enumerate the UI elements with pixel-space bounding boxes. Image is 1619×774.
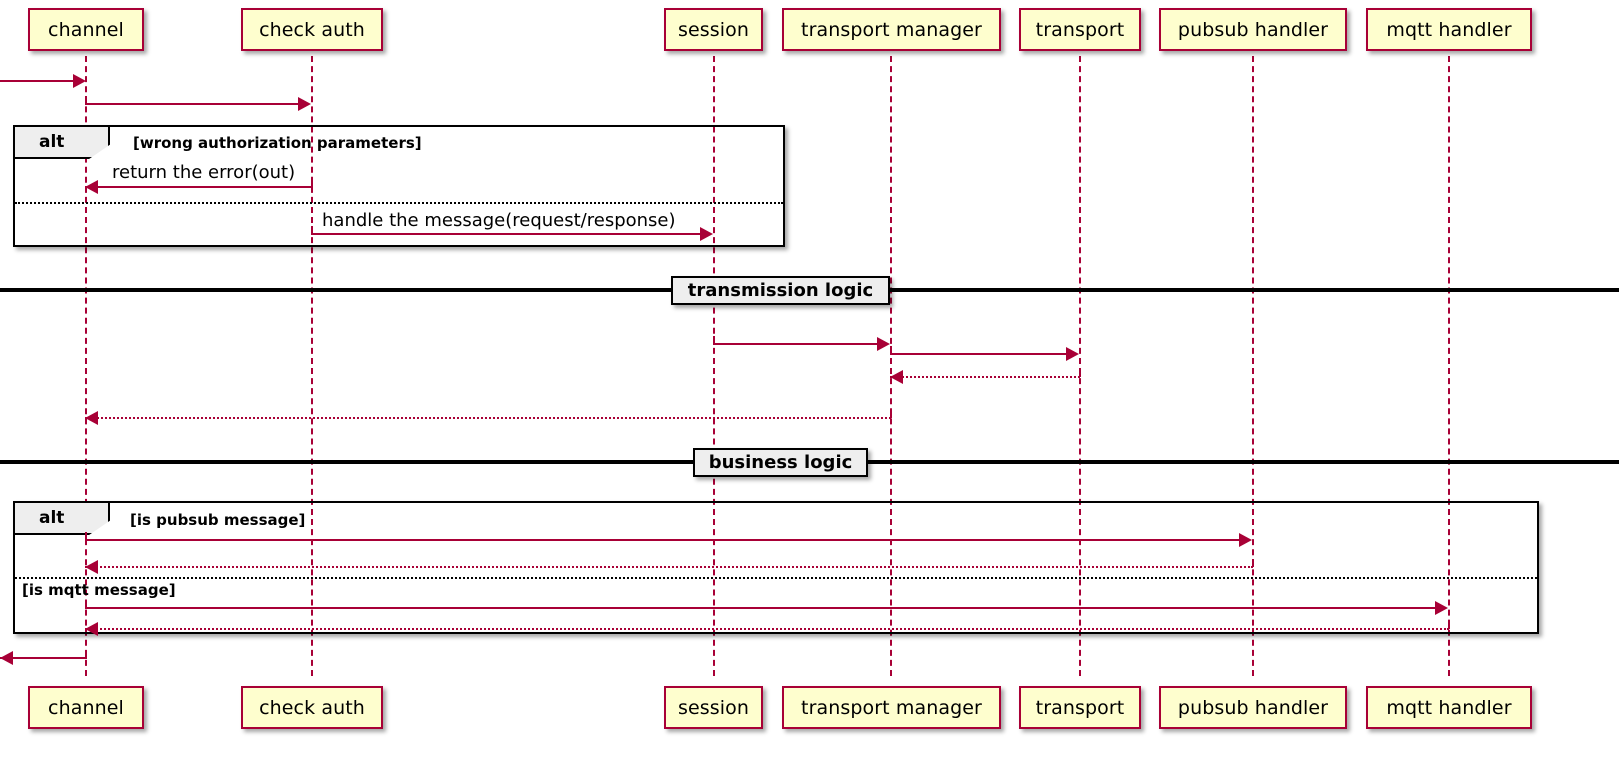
- arrowhead-left: [85, 411, 98, 425]
- message-stub: [85, 650, 87, 658]
- arrowhead-right: [700, 227, 713, 241]
- message-pubsub-handler-to-channel: [85, 566, 1253, 568]
- divider-label: business logic: [708, 452, 853, 473]
- lifeline-session: [713, 56, 715, 676]
- message-stub: [1448, 621, 1450, 629]
- lifeline-channel: [85, 56, 87, 676]
- lifeline-pubsub-handler: [1252, 56, 1254, 676]
- participant-channel-top[interactable]: channel: [28, 8, 144, 51]
- divider-business-logic: business logic: [693, 448, 868, 477]
- participant-session-top[interactable]: session: [664, 8, 763, 51]
- divider-transmission-logic: transmission logic: [671, 276, 890, 305]
- participant-channel-bottom[interactable]: channel: [28, 686, 144, 729]
- message-channel-to-pubsub-handler: [85, 539, 1244, 541]
- participant-label: session: [677, 18, 750, 41]
- arrowhead-right: [298, 97, 311, 111]
- participant-label: check auth: [259, 696, 365, 719]
- participant-label: channel: [48, 696, 124, 719]
- fragment-alt-handler-tab: alt: [15, 503, 110, 535]
- participant-transport-manager-top[interactable]: transport manager: [782, 8, 1001, 51]
- message-stub: [1252, 559, 1254, 567]
- fragment-alt-auth-divider: [15, 202, 783, 204]
- divider-label: transmission logic: [687, 280, 874, 301]
- message-stub: [85, 532, 87, 540]
- fragment-alt-handler-divider: [15, 577, 1537, 579]
- message-transport-to-transport-manager: [890, 376, 1080, 378]
- participant-mqtt-handler-top[interactable]: mqtt handler: [1366, 8, 1532, 51]
- participant-label: pubsub handler: [1177, 696, 1329, 719]
- message-stub: [85, 600, 87, 608]
- lifeline-mqtt-handler: [1448, 56, 1450, 676]
- arrowhead-right: [877, 337, 890, 351]
- message-stub: [890, 410, 892, 418]
- fragment-alt-auth-tab: alt: [15, 127, 110, 159]
- divider-line-business-left: [0, 460, 698, 464]
- fragment-alt-handler: [13, 501, 1539, 634]
- arrowhead-right: [1066, 347, 1079, 361]
- participant-label: mqtt handler: [1386, 18, 1512, 41]
- fragment-operator-label: alt: [39, 132, 65, 152]
- fragment-alt-auth: [13, 125, 785, 247]
- lifeline-transport-manager: [890, 56, 892, 676]
- participant-label: check auth: [259, 18, 365, 41]
- message-channel-to-mqtt-handler: [85, 607, 1440, 609]
- message-stub: [85, 96, 87, 104]
- divider-line-business-right: [863, 460, 1619, 464]
- message-stub: [1079, 369, 1081, 377]
- message-transport-manager-to-transport: [890, 353, 1071, 355]
- fragment-alt-handler-condition-2: [is mqtt message]: [22, 581, 176, 599]
- participant-transport-bottom[interactable]: transport: [1019, 686, 1141, 729]
- participant-label: transport: [1035, 18, 1125, 41]
- participant-label: transport: [1035, 696, 1125, 719]
- arrowhead-left: [85, 180, 98, 194]
- message-stub: [713, 336, 715, 344]
- participant-pubsub-handler-top[interactable]: pubsub handler: [1159, 8, 1347, 51]
- arrowhead-left: [85, 622, 98, 636]
- message-check-auth-to-channel: [85, 186, 313, 188]
- message-stub: [311, 226, 313, 234]
- participant-label: transport manager: [801, 18, 982, 41]
- participant-transport-manager-bottom[interactable]: transport manager: [782, 686, 1001, 729]
- message-inbound-to-channel: [0, 80, 78, 82]
- message-stub: [311, 179, 313, 187]
- message-transport-manager-to-channel: [85, 417, 891, 419]
- participant-mqtt-handler-bottom[interactable]: mqtt handler: [1366, 686, 1532, 729]
- lifeline-check-auth: [311, 56, 313, 676]
- message-mqtt-handler-to-channel: [85, 628, 1449, 630]
- fragment-alt-auth-condition-1: [wrong authorization parameters]: [133, 134, 422, 152]
- lifeline-transport: [1079, 56, 1081, 676]
- message-channel-to-check-auth: [85, 103, 303, 105]
- participant-check-auth-bottom[interactable]: check auth: [241, 686, 383, 729]
- arrowhead-left: [890, 370, 903, 384]
- message-label-handle-the-message: handle the message(request/response): [322, 210, 676, 231]
- divider-line-transmission-left: [0, 288, 676, 292]
- participant-transport-top[interactable]: transport: [1019, 8, 1141, 51]
- participant-label: channel: [48, 18, 124, 41]
- fragment-alt-handler-condition-1: [is pubsub message]: [130, 511, 306, 529]
- message-label-return-the-error: return the error(out): [112, 162, 296, 183]
- message-outbound-from-channel: [0, 657, 87, 659]
- participant-pubsub-handler-bottom[interactable]: pubsub handler: [1159, 686, 1347, 729]
- message-check-auth-to-session: [311, 233, 705, 235]
- participant-label: session: [677, 696, 750, 719]
- participant-label: pubsub handler: [1177, 18, 1329, 41]
- participant-session-bottom[interactable]: session: [664, 686, 763, 729]
- participant-check-auth-top[interactable]: check auth: [241, 8, 383, 51]
- participant-label: transport manager: [801, 696, 982, 719]
- arrowhead-right: [1239, 533, 1252, 547]
- message-stub: [890, 346, 892, 354]
- divider-line-transmission-right: [885, 288, 1619, 292]
- arrowhead-right: [1435, 601, 1448, 615]
- message-session-to-transport-manager: [713, 343, 882, 345]
- participant-label: mqtt handler: [1386, 696, 1512, 719]
- fragment-operator-label: alt: [39, 508, 65, 528]
- arrowhead-right: [73, 74, 86, 88]
- arrowhead-left: [85, 560, 98, 574]
- arrowhead-left: [0, 651, 13, 665]
